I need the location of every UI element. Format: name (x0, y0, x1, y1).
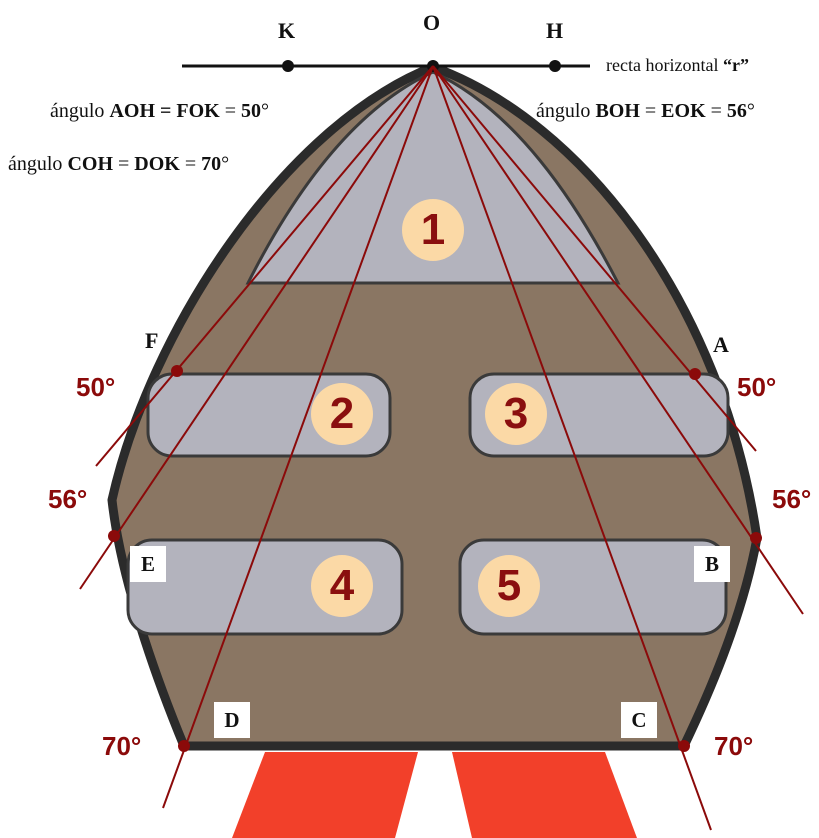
eq3-pre: ángulo (8, 153, 68, 175)
label-e: E (130, 546, 166, 582)
left-flame (232, 752, 418, 838)
angle-label-right-70: 70° (714, 731, 754, 761)
eq2-mid2: = (705, 100, 727, 122)
eq2-mid1: = (639, 100, 662, 122)
angle-label-left-70: 70° (102, 731, 142, 761)
window-number-2: 2 (311, 383, 373, 445)
window-number-1: 1 (402, 199, 464, 261)
label-o: O (423, 10, 441, 35)
eq3-value: 70 (201, 153, 222, 175)
window-number-3: 3 (485, 383, 547, 445)
label-c: C (621, 702, 657, 738)
equation-aoh-fok: ángulo AOH = FOK = 50° (50, 100, 269, 123)
eq3-mid1: = (113, 153, 135, 175)
point-f-dot (171, 365, 183, 377)
ray-of (95, 65, 434, 467)
point-e-dot (108, 530, 120, 542)
ray-oe (79, 65, 434, 590)
eq1-mid: = (219, 100, 242, 122)
ray-oa (432, 65, 757, 452)
line-r-label-name: “r” (722, 55, 749, 75)
window-number-4: 4 (311, 555, 373, 617)
eq1-pre: ángulo (50, 100, 110, 122)
angle-label-right-50: 50° (737, 372, 777, 402)
eq2-angle-b: EOK (661, 100, 706, 122)
angle-label-left-50: 50° (76, 372, 116, 402)
equation-coh-dok: ángulo COH = DOK = 70° (8, 153, 229, 176)
label-f: F (145, 328, 159, 353)
window-1 (245, 70, 621, 285)
point-d-dot (178, 740, 190, 752)
label-d: D (214, 702, 250, 738)
point-c-dot (678, 740, 690, 752)
eq1-value: 50 (241, 100, 262, 122)
point-b-dot (750, 532, 762, 544)
label-h: H (546, 18, 564, 43)
right-flame (452, 752, 637, 838)
eq2-pre: ángulo (536, 100, 596, 122)
eq3-unit: ° (221, 153, 230, 175)
label-b: B (694, 546, 730, 582)
eq1-angles: AOH = FOK (109, 100, 220, 122)
line-r-label-prefix: recta horizontal (606, 55, 719, 75)
point-a-dot (689, 368, 701, 380)
eq2-unit: ° (746, 100, 755, 122)
eq3-mid2: = (179, 153, 202, 175)
equation-boh-eok: ángulo BOH = EOK = 56° (536, 100, 755, 123)
ray-ob (432, 65, 804, 615)
label-a: A (713, 332, 729, 357)
window-number-5: 5 (478, 555, 540, 617)
angle-label-left-56: 56° (48, 484, 88, 514)
eq2-value: 56 (726, 100, 747, 122)
eq3-angle-b: DOK (134, 153, 180, 175)
point-k-dot (282, 60, 294, 72)
label-k: K (278, 18, 296, 43)
ray-od (162, 65, 434, 809)
eq1-unit: ° (261, 100, 270, 122)
line-r-label: recta horizontal “r” (606, 55, 749, 76)
angle-label-right-56: 56° (772, 484, 812, 514)
eq3-angle-a: COH (67, 153, 113, 175)
eq2-angle-a: BOH (595, 100, 640, 122)
ray-oc (432, 65, 712, 831)
point-h-dot (549, 60, 561, 72)
